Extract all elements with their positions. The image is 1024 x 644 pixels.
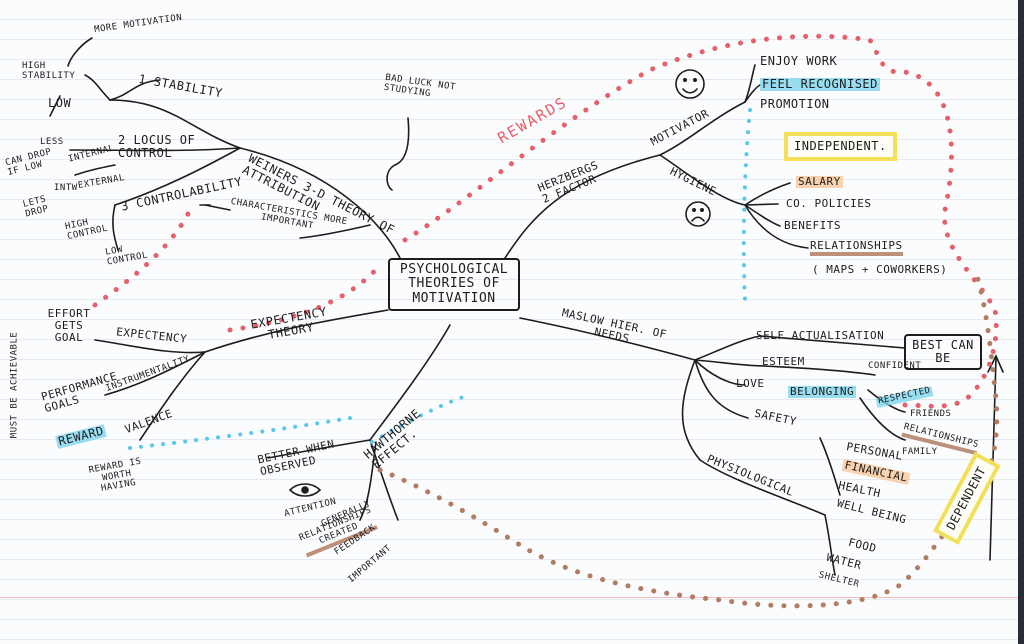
self-actualisation-label: SELF ACTUALISATION — [756, 329, 885, 342]
paper-edge — [1018, 0, 1024, 644]
family-label: FAMILY — [902, 447, 938, 457]
independent-box: INDEPENDENT. — [784, 132, 897, 162]
love-label: LOVE — [736, 377, 765, 390]
best-can-be-box: BEST CAN BE — [904, 334, 982, 371]
must-be-achievable-label: MUST BE ACHIEVABLE — [9, 331, 20, 439]
central-node: PSYCHOLOGICAL THEORIES OF MOTIVATION — [388, 258, 520, 311]
effort-label: EFFORT GETS GOAL — [47, 307, 91, 345]
motivator-item-feel-recognised: FEEL RECOGNISED — [760, 77, 880, 92]
hygiene-item-salary: SALARY — [796, 175, 843, 189]
hygiene-item-benefits: BENEFITS — [784, 219, 841, 232]
belonging-highlight: BELONGING — [788, 385, 857, 399]
high-stability-label: HIGH STABILITY — [22, 61, 76, 81]
motivator-item-enjoy-work: ENJOY WORK — [760, 54, 838, 68]
hygiene-item-co-policies: CO. POLICIES — [786, 197, 872, 210]
friends-label: FRIENDS — [910, 409, 952, 419]
low-label: LOW — [48, 96, 72, 110]
less-label: LESS — [40, 137, 64, 147]
confident-label: CONFIDENT — [868, 361, 922, 371]
hygiene-item-relationships: RELATIONSHIPS — [810, 239, 903, 257]
locus-label: 2 LOCUS OF CONTROL — [118, 133, 196, 161]
esteem-label: ESTEEM — [762, 355, 805, 368]
motivator-item-promotion: PROMOTION — [760, 97, 830, 111]
intw-label: INTW — [54, 183, 78, 193]
relationships-note: ( MAPS + COWORKERS) — [812, 263, 948, 276]
